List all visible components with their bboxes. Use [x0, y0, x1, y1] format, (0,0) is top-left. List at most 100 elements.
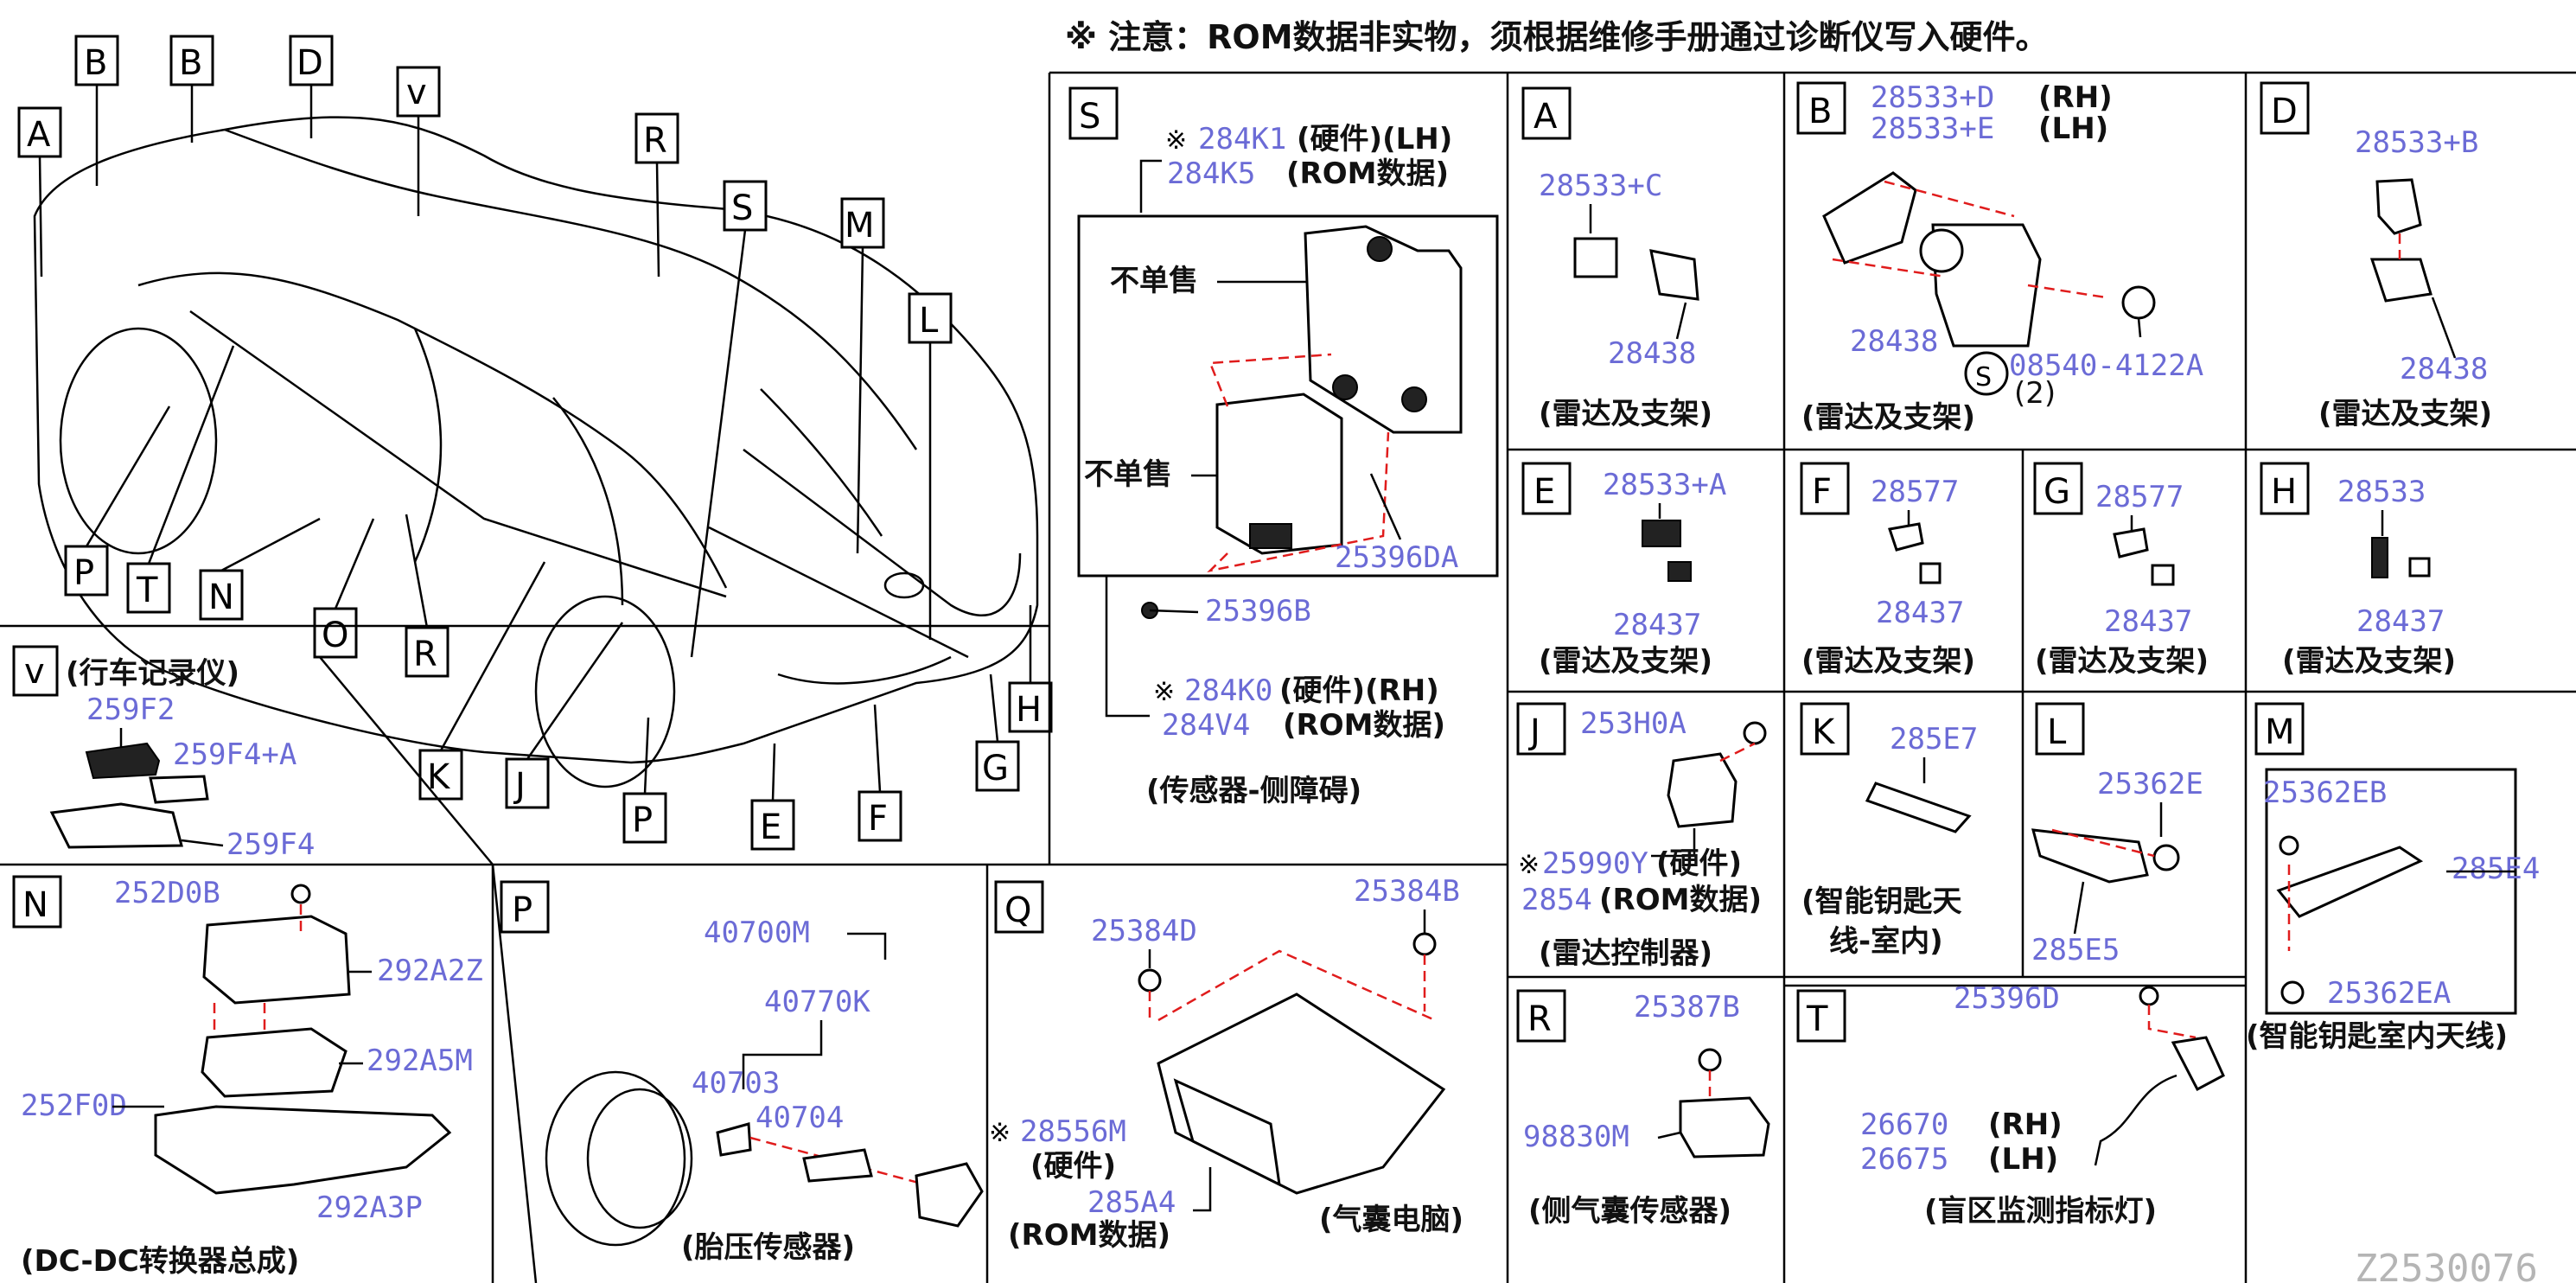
- svg-text:N: N: [22, 885, 48, 925]
- svg-text:285A4: 285A4: [1087, 1185, 1176, 1220]
- panel-grid: [0, 71, 2576, 1283]
- svg-text:L: L: [919, 301, 939, 341]
- svg-text:40770K: 40770K: [764, 985, 870, 1019]
- panel-e: E 28533+A 28437 (雷达及支架): [1521, 462, 1726, 679]
- svg-text:T: T: [1806, 999, 1828, 1039]
- svg-text:25396DA: 25396DA: [1335, 540, 1458, 575]
- svg-text:(雷达及支架): (雷达及支架): [1539, 644, 1712, 679]
- svg-text:B: B: [84, 43, 107, 83]
- svg-text:(气囊电脑): (气囊电脑): [1319, 1203, 1463, 1237]
- svg-text:H: H: [2271, 472, 2297, 512]
- svg-text:2854: 2854: [1521, 883, 1592, 917]
- car-overview: [33, 116, 1039, 788]
- svg-text:(RH): (RH): [2038, 80, 2113, 115]
- svg-text:(雷达控制器): (雷达控制器): [1539, 936, 1712, 971]
- svg-text:(ROM数据): (ROM数据): [1599, 883, 1762, 917]
- svg-text:28533: 28533: [2337, 475, 2426, 509]
- svg-text:(RH): (RH): [1988, 1107, 2063, 1142]
- svg-text:284V4: 284V4: [1162, 708, 1250, 743]
- svg-text:28533+E: 28533+E: [1871, 112, 1994, 146]
- panel-r: R 25387B 98830M (侧气囊传感器): [1516, 989, 1770, 1229]
- svg-text:284K0: 284K0: [1184, 673, 1272, 708]
- svg-text:28556M: 28556M: [1020, 1114, 1126, 1149]
- svg-text:S: S: [1079, 97, 1100, 137]
- svg-text:(2): (2): [2014, 376, 2056, 411]
- svg-text:H: H: [1016, 690, 1042, 730]
- svg-text:292A3P: 292A3P: [316, 1190, 423, 1225]
- svg-text:28438: 28438: [2400, 352, 2488, 386]
- svg-text:26675: 26675: [1860, 1142, 1948, 1177]
- svg-text:K: K: [1812, 712, 1836, 752]
- svg-text:(雷达及支架): (雷达及支架): [1539, 397, 1712, 431]
- svg-text:※: ※: [989, 1118, 1011, 1148]
- svg-text:R: R: [413, 635, 437, 674]
- svg-text:R: R: [643, 121, 667, 161]
- svg-text:25387B: 25387B: [1634, 990, 1740, 1024]
- svg-text:(智能钥匙室内天线): (智能钥匙室内天线): [2246, 1019, 2508, 1054]
- svg-text:R: R: [1527, 999, 1552, 1039]
- svg-text:98830M: 98830M: [1523, 1120, 1629, 1154]
- svg-text:v: v: [24, 652, 45, 692]
- svg-text:E: E: [760, 807, 781, 847]
- overview-callouts: A B B D v R S M L P T N O R K J P E F: [17, 35, 1053, 851]
- panel-f: F 28577 28437 (雷达及支架): [1800, 462, 1975, 679]
- svg-text:28437: 28437: [1876, 596, 1964, 630]
- svg-text:28437: 28437: [1613, 608, 1701, 642]
- svg-text:252D0B: 252D0B: [114, 876, 220, 910]
- svg-text:28438: 28438: [1608, 336, 1696, 371]
- svg-text:25384B: 25384B: [1354, 874, 1460, 909]
- svg-text:M: M: [845, 206, 875, 246]
- svg-text:28533+C: 28533+C: [1539, 169, 1662, 203]
- svg-text:S: S: [731, 188, 753, 228]
- svg-text:A: A: [27, 115, 51, 155]
- svg-text:线-室内): 线-室内): [1829, 924, 1943, 959]
- svg-text:v: v: [406, 73, 427, 112]
- panel-v: v (行车记录仪) 259F2 259F4+A 259F4: [12, 645, 315, 862]
- svg-text:25396B: 25396B: [1205, 594, 1311, 629]
- svg-text:G: G: [2044, 472, 2070, 512]
- svg-text:28577: 28577: [2095, 480, 2184, 514]
- svg-text:28533+B: 28533+B: [2355, 125, 2478, 160]
- svg-text:E: E: [1533, 472, 1555, 512]
- svg-text:※: ※: [1153, 677, 1175, 707]
- svg-text:(行车记录仪): (行车记录仪): [66, 656, 239, 691]
- svg-text:(胎压传感器): (胎压传感器): [681, 1230, 855, 1265]
- svg-text:28437: 28437: [2104, 604, 2192, 639]
- svg-text:(智能钥匙天: (智能钥匙天: [1801, 884, 1962, 919]
- svg-text:285E5: 285E5: [2031, 933, 2120, 967]
- svg-text:28533+A: 28533+A: [1603, 468, 1726, 502]
- svg-text:259F4+A: 259F4+A: [173, 737, 296, 772]
- svg-text:F: F: [1812, 472, 1832, 512]
- svg-text:252F0D: 252F0D: [21, 1088, 127, 1123]
- svg-text:P: P: [73, 553, 94, 593]
- svg-text:28437: 28437: [2356, 604, 2445, 639]
- svg-text:G: G: [982, 749, 1009, 788]
- svg-text:A: A: [1533, 97, 1558, 137]
- svg-text:40703: 40703: [692, 1066, 780, 1101]
- panel-p: P 40700M 40770K 40703 40704 (胎压传感器): [500, 880, 984, 1265]
- panel-j: J 253H0A ※ 25990Y (硬件) 2854 (ROM数据) (雷达控…: [1516, 702, 1767, 971]
- svg-text:(LH): (LH): [2038, 112, 2108, 146]
- svg-text:S: S: [1975, 362, 1992, 393]
- svg-text:(雷达及支架): (雷达及支架): [2282, 644, 2456, 679]
- panel-t: T 25396D 26670 (RH) 26675 (LH) (盲区监测指标灯): [1796, 981, 2225, 1229]
- rom-notice: ※ 注意：ROM数据非实物，须根据维修手册通过诊断仪写入硬件。: [1065, 18, 2049, 56]
- svg-text:(DC-DC转换器总成): (DC-DC转换器总成): [21, 1244, 299, 1279]
- svg-text:T: T: [136, 571, 158, 610]
- svg-text:(LH): (LH): [1988, 1142, 2058, 1177]
- svg-text:292A2Z: 292A2Z: [377, 954, 483, 988]
- svg-text:28577: 28577: [1871, 475, 1959, 509]
- svg-text:(ROM数据): (ROM数据): [1283, 708, 1445, 743]
- svg-text:(雷达及支架): (雷达及支架): [1801, 644, 1975, 679]
- svg-text:08540-4122A: 08540-4122A: [2009, 348, 2203, 383]
- svg-text:40700M: 40700M: [704, 916, 810, 950]
- svg-text:(传感器-侧障碍): (传感器-侧障碍): [1146, 774, 1361, 808]
- svg-text:25362EA: 25362EA: [2327, 976, 2451, 1011]
- svg-text:P: P: [512, 890, 532, 930]
- panel-s: S ※ 284K1 (硬件)(LH) 284K5 (ROM数据) 不单售 不单售…: [1068, 86, 1499, 808]
- panel-a: A 28533+C 28438 (雷达及支架): [1521, 86, 1712, 431]
- svg-text:285E4: 285E4: [2452, 852, 2540, 886]
- svg-text:M: M: [2265, 712, 2295, 752]
- svg-text:25362EB: 25362EB: [2263, 776, 2387, 810]
